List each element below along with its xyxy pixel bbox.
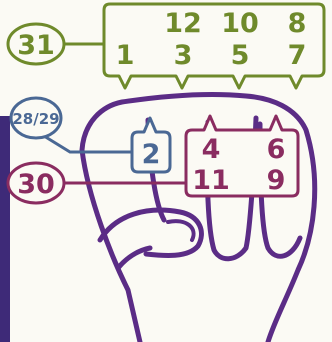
green-callout: 31 12 10 8 1 3 5 7 xyxy=(8,4,324,88)
plum-bottom-value: 11 xyxy=(192,165,230,196)
plum-top-value: 6 xyxy=(267,134,286,165)
green-badge-label: 31 xyxy=(17,30,55,61)
thumb-crease xyxy=(118,248,150,268)
green-top-value: 10 xyxy=(221,8,259,39)
blue-connector xyxy=(44,136,132,152)
plum-top-value: 4 xyxy=(202,134,221,165)
blue-badge-label: 28/29 xyxy=(12,110,59,128)
blue-callout: 2 28/29 xyxy=(11,98,170,172)
green-bottom-value: 5 xyxy=(231,40,250,71)
plum-badge-label: 30 xyxy=(17,169,55,200)
green-bottom-value: 7 xyxy=(288,40,307,71)
green-bottom-value: 3 xyxy=(174,40,193,71)
left-edge-bar xyxy=(0,116,10,342)
green-bottom-value: 1 xyxy=(116,40,135,71)
green-top-value: 12 xyxy=(164,8,202,39)
green-top-value: 8 xyxy=(288,8,307,39)
blue-value: 2 xyxy=(142,139,161,170)
plum-bottom-value: 9 xyxy=(267,165,286,196)
thumbnail xyxy=(168,221,194,240)
